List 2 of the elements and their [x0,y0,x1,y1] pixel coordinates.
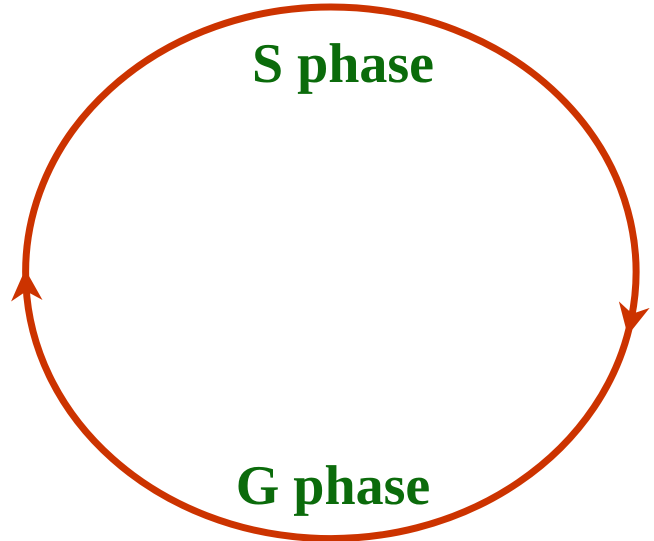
phase-label: G phase [236,458,430,514]
phase-label: S phase [252,36,434,92]
